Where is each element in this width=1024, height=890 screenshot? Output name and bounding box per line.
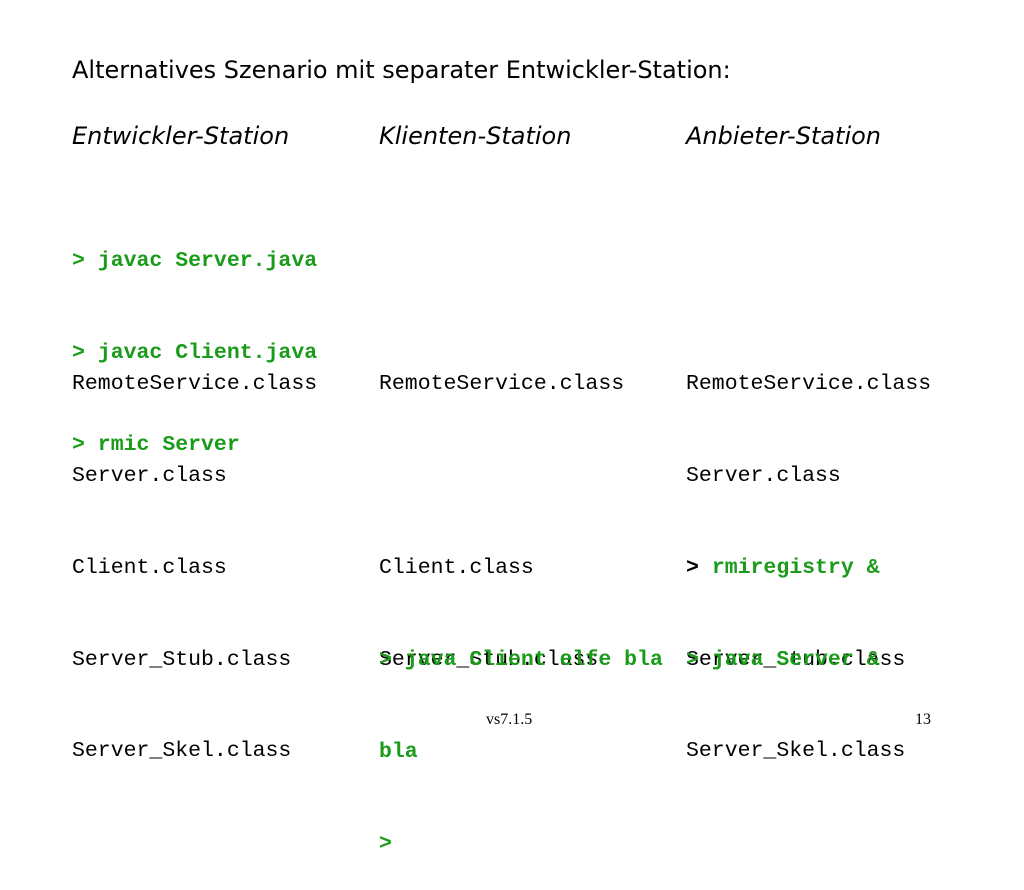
client-command: bla bbox=[379, 739, 418, 764]
developer-file: Client.class bbox=[72, 555, 227, 580]
provider-command-text: rmiregistry & bbox=[711, 556, 880, 581]
client-file: Server_Stub.class bbox=[379, 647, 599, 672]
provider-file: Server_Stub.class bbox=[686, 647, 906, 672]
developer-command-list: > javac Server.java > javac Client.java … bbox=[72, 185, 317, 491]
client-file-list: RemoteService.class Client.class Server_… bbox=[379, 308, 624, 706]
client-file: Client.class bbox=[379, 555, 534, 580]
client-command: > java Client elfe bla bbox=[379, 648, 663, 673]
client-file bbox=[379, 461, 624, 492]
provider-command-prompt: > bbox=[686, 556, 699, 581]
developer-command: > javac Server.java bbox=[72, 249, 318, 274]
developer-file: Server_Skel.class bbox=[72, 739, 292, 764]
developer-file: Server.class bbox=[72, 463, 227, 488]
client-file: RemoteService.class bbox=[379, 372, 625, 397]
developer-command: > rmic Server bbox=[72, 432, 240, 457]
footer-version: vs7.1.5 bbox=[486, 711, 533, 728]
developer-file-list: RemoteService.class Server.class Client.… bbox=[72, 308, 317, 798]
provider-command: > rmiregistry & bbox=[686, 553, 880, 584]
provider-file-list: RemoteService.class Server.class Server_… bbox=[686, 308, 931, 798]
client-command-list: > java Client elfe bla bla > bbox=[379, 584, 663, 890]
slide-title: Alternatives Szenario mit separater Entw… bbox=[72, 56, 731, 84]
developer-file: RemoteService.class bbox=[72, 372, 318, 397]
column-heading-client: Klienten-Station bbox=[379, 122, 572, 150]
provider-command: > java Server & bbox=[686, 645, 880, 676]
provider-file: Server.class bbox=[686, 463, 841, 488]
footer-page-number: 13 bbox=[915, 711, 931, 728]
column-heading-developer: Entwickler-Station bbox=[72, 122, 290, 150]
developer-command: > javac Client.java bbox=[72, 340, 318, 365]
column-heading-provider: Anbieter-Station bbox=[686, 122, 882, 150]
developer-file: Server_Stub.class bbox=[72, 647, 292, 672]
provider-file: RemoteService.class bbox=[686, 372, 932, 397]
provider-file: Server_Skel.class bbox=[686, 739, 906, 764]
provider-command-list: > rmiregistry & > java Server & bbox=[686, 492, 880, 706]
client-command: > bbox=[379, 831, 392, 856]
provider-command-prompt: > java Server & bbox=[686, 647, 880, 672]
